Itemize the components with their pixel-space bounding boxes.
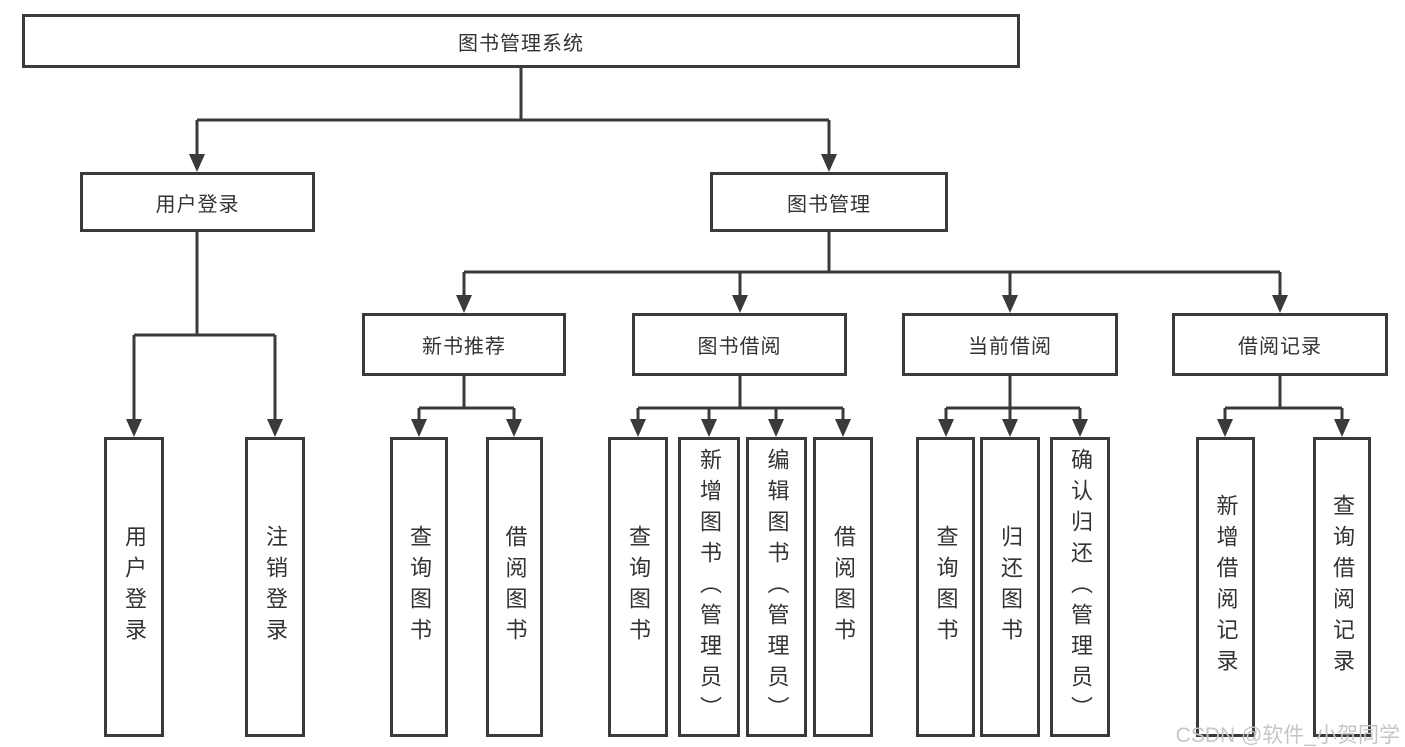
node-book-borrowing: 图书借阅: [632, 313, 847, 376]
node-label: 借阅图书: [502, 525, 528, 649]
leaf-add-borrow-record: 新增借阅记录: [1196, 437, 1255, 737]
node-label: 查询图书: [626, 525, 651, 649]
node-label: 新书推荐: [422, 336, 506, 358]
node-label: 当前借阅: [968, 336, 1052, 358]
leaf-user-login: 用户登录: [104, 437, 164, 737]
node-current-borrowing: 当前借阅: [902, 313, 1118, 376]
arrow-down-icon: [701, 419, 717, 437]
arrow-down-icon: [1272, 295, 1288, 313]
arrow-down-icon: [835, 419, 851, 437]
connector-new-book-rec-to-leaves: [411, 376, 522, 437]
arrow-down-icon: [456, 295, 472, 313]
csdn-watermark: CSDN @软件_小贺同学: [1175, 724, 1400, 747]
node-label: 图书管理: [787, 193, 871, 216]
leaf-add-books-admin: 新增图书（管理员）: [678, 437, 740, 737]
arrow-down-icon: [1217, 419, 1233, 437]
leaf-confirm-return-admin: 确认归还（管理员）: [1050, 437, 1110, 737]
leaf-borrow-books: 借阅图书: [813, 437, 873, 737]
node-label: 编辑图书（管理员）: [764, 447, 790, 727]
arrow-down-icon: [1002, 419, 1018, 437]
node-label: 新增借阅记录: [1213, 494, 1239, 680]
node-book-management-branch: 图书管理: [710, 172, 948, 232]
arrow-down-icon: [1002, 295, 1018, 313]
connector-book-borrow-to-leaves: [630, 376, 851, 437]
node-borrowing-records: 借阅记录: [1172, 313, 1388, 376]
leaf-query-books-borrow: 查询图书: [608, 437, 668, 737]
node-label: 借阅图书: [831, 525, 856, 649]
connector-user-login-to-leaves: [126, 232, 283, 437]
leaf-borrow-books-rec: 借阅图书: [486, 437, 543, 737]
arrow-down-icon: [1334, 419, 1350, 437]
leaf-query-books-rec: 查询图书: [390, 437, 448, 737]
arrow-down-icon: [1072, 419, 1088, 437]
connector-borrow-records-to-leaves: [1217, 376, 1350, 437]
node-label: 新增图书（管理员）: [697, 447, 722, 727]
connector-book-mgmt-to-level3: [456, 232, 1288, 313]
leaf-query-books-current: 查询图书: [916, 437, 975, 737]
arrow-down-icon: [938, 419, 954, 437]
leaf-logout: 注销登录: [245, 437, 305, 737]
node-label: 图书借阅: [697, 336, 782, 358]
node-label: 查询图书: [933, 525, 959, 649]
arrow-down-icon: [189, 154, 205, 172]
node-label: 查询借阅记录: [1330, 494, 1355, 680]
leaf-edit-books-admin: 编辑图书（管理员）: [746, 437, 807, 737]
node-label: 用户登录: [122, 525, 147, 649]
node-label: 图书管理系统: [458, 32, 584, 55]
leaf-return-books: 归还图书: [980, 437, 1040, 737]
node-new-book-recommendation: 新书推荐: [362, 313, 566, 376]
arrow-down-icon: [506, 419, 522, 437]
node-label: 用户登录: [155, 193, 240, 216]
node-user-login-branch: 用户登录: [80, 172, 315, 232]
arrow-down-icon: [768, 419, 784, 437]
arrow-down-icon: [126, 419, 142, 437]
node-label: 确认归还（管理员）: [1068, 447, 1093, 727]
node-label: 注销登录: [263, 525, 288, 649]
connector-current-borrow-to-leaves: [938, 376, 1088, 437]
leaf-query-borrow-record: 查询借阅记录: [1313, 437, 1371, 737]
node-label: 借阅记录: [1238, 336, 1322, 358]
arrow-down-icon: [821, 154, 837, 172]
arrow-down-icon: [267, 419, 283, 437]
node-library-management-system: 图书管理系统: [22, 14, 1020, 68]
node-label: 归还图书: [998, 525, 1023, 649]
node-label: 查询图书: [407, 525, 432, 649]
arrow-down-icon: [732, 295, 748, 313]
arrow-down-icon: [411, 419, 427, 437]
arrow-down-icon: [630, 419, 646, 437]
connector-root-to-level2: [189, 68, 837, 172]
